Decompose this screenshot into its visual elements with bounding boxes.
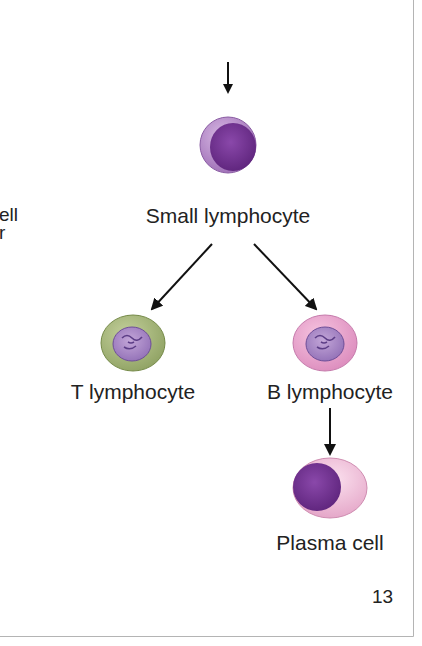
arrow-connector [254,244,316,309]
cell-node: Small lymphocyte [108,112,348,242]
frame-line [0,636,414,637]
cell-label: T lymphocyte [48,380,218,404]
plasma-cell-illustration [293,458,367,518]
small-lymphocyte-cell [200,117,256,173]
cell-label: B lymphocyte [246,380,414,404]
cell-node: B lymphocyte [246,310,414,406]
cell-label: Plasma cell [250,531,410,555]
cell-node: Plasma cell [250,455,410,555]
cell-node: T lymphocyte [48,310,218,406]
t-lymphocyte-cell [101,315,165,371]
arrow-connector [152,244,212,309]
incoming-arrow [227,62,229,92]
page-number: 13 [372,586,393,608]
cut-off-text: r [0,222,5,244]
cell-label: Small lymphocyte [108,204,348,228]
b-lymphocyte-cell [293,315,357,371]
arrow-connector [329,408,331,454]
frame-line [413,0,414,637]
